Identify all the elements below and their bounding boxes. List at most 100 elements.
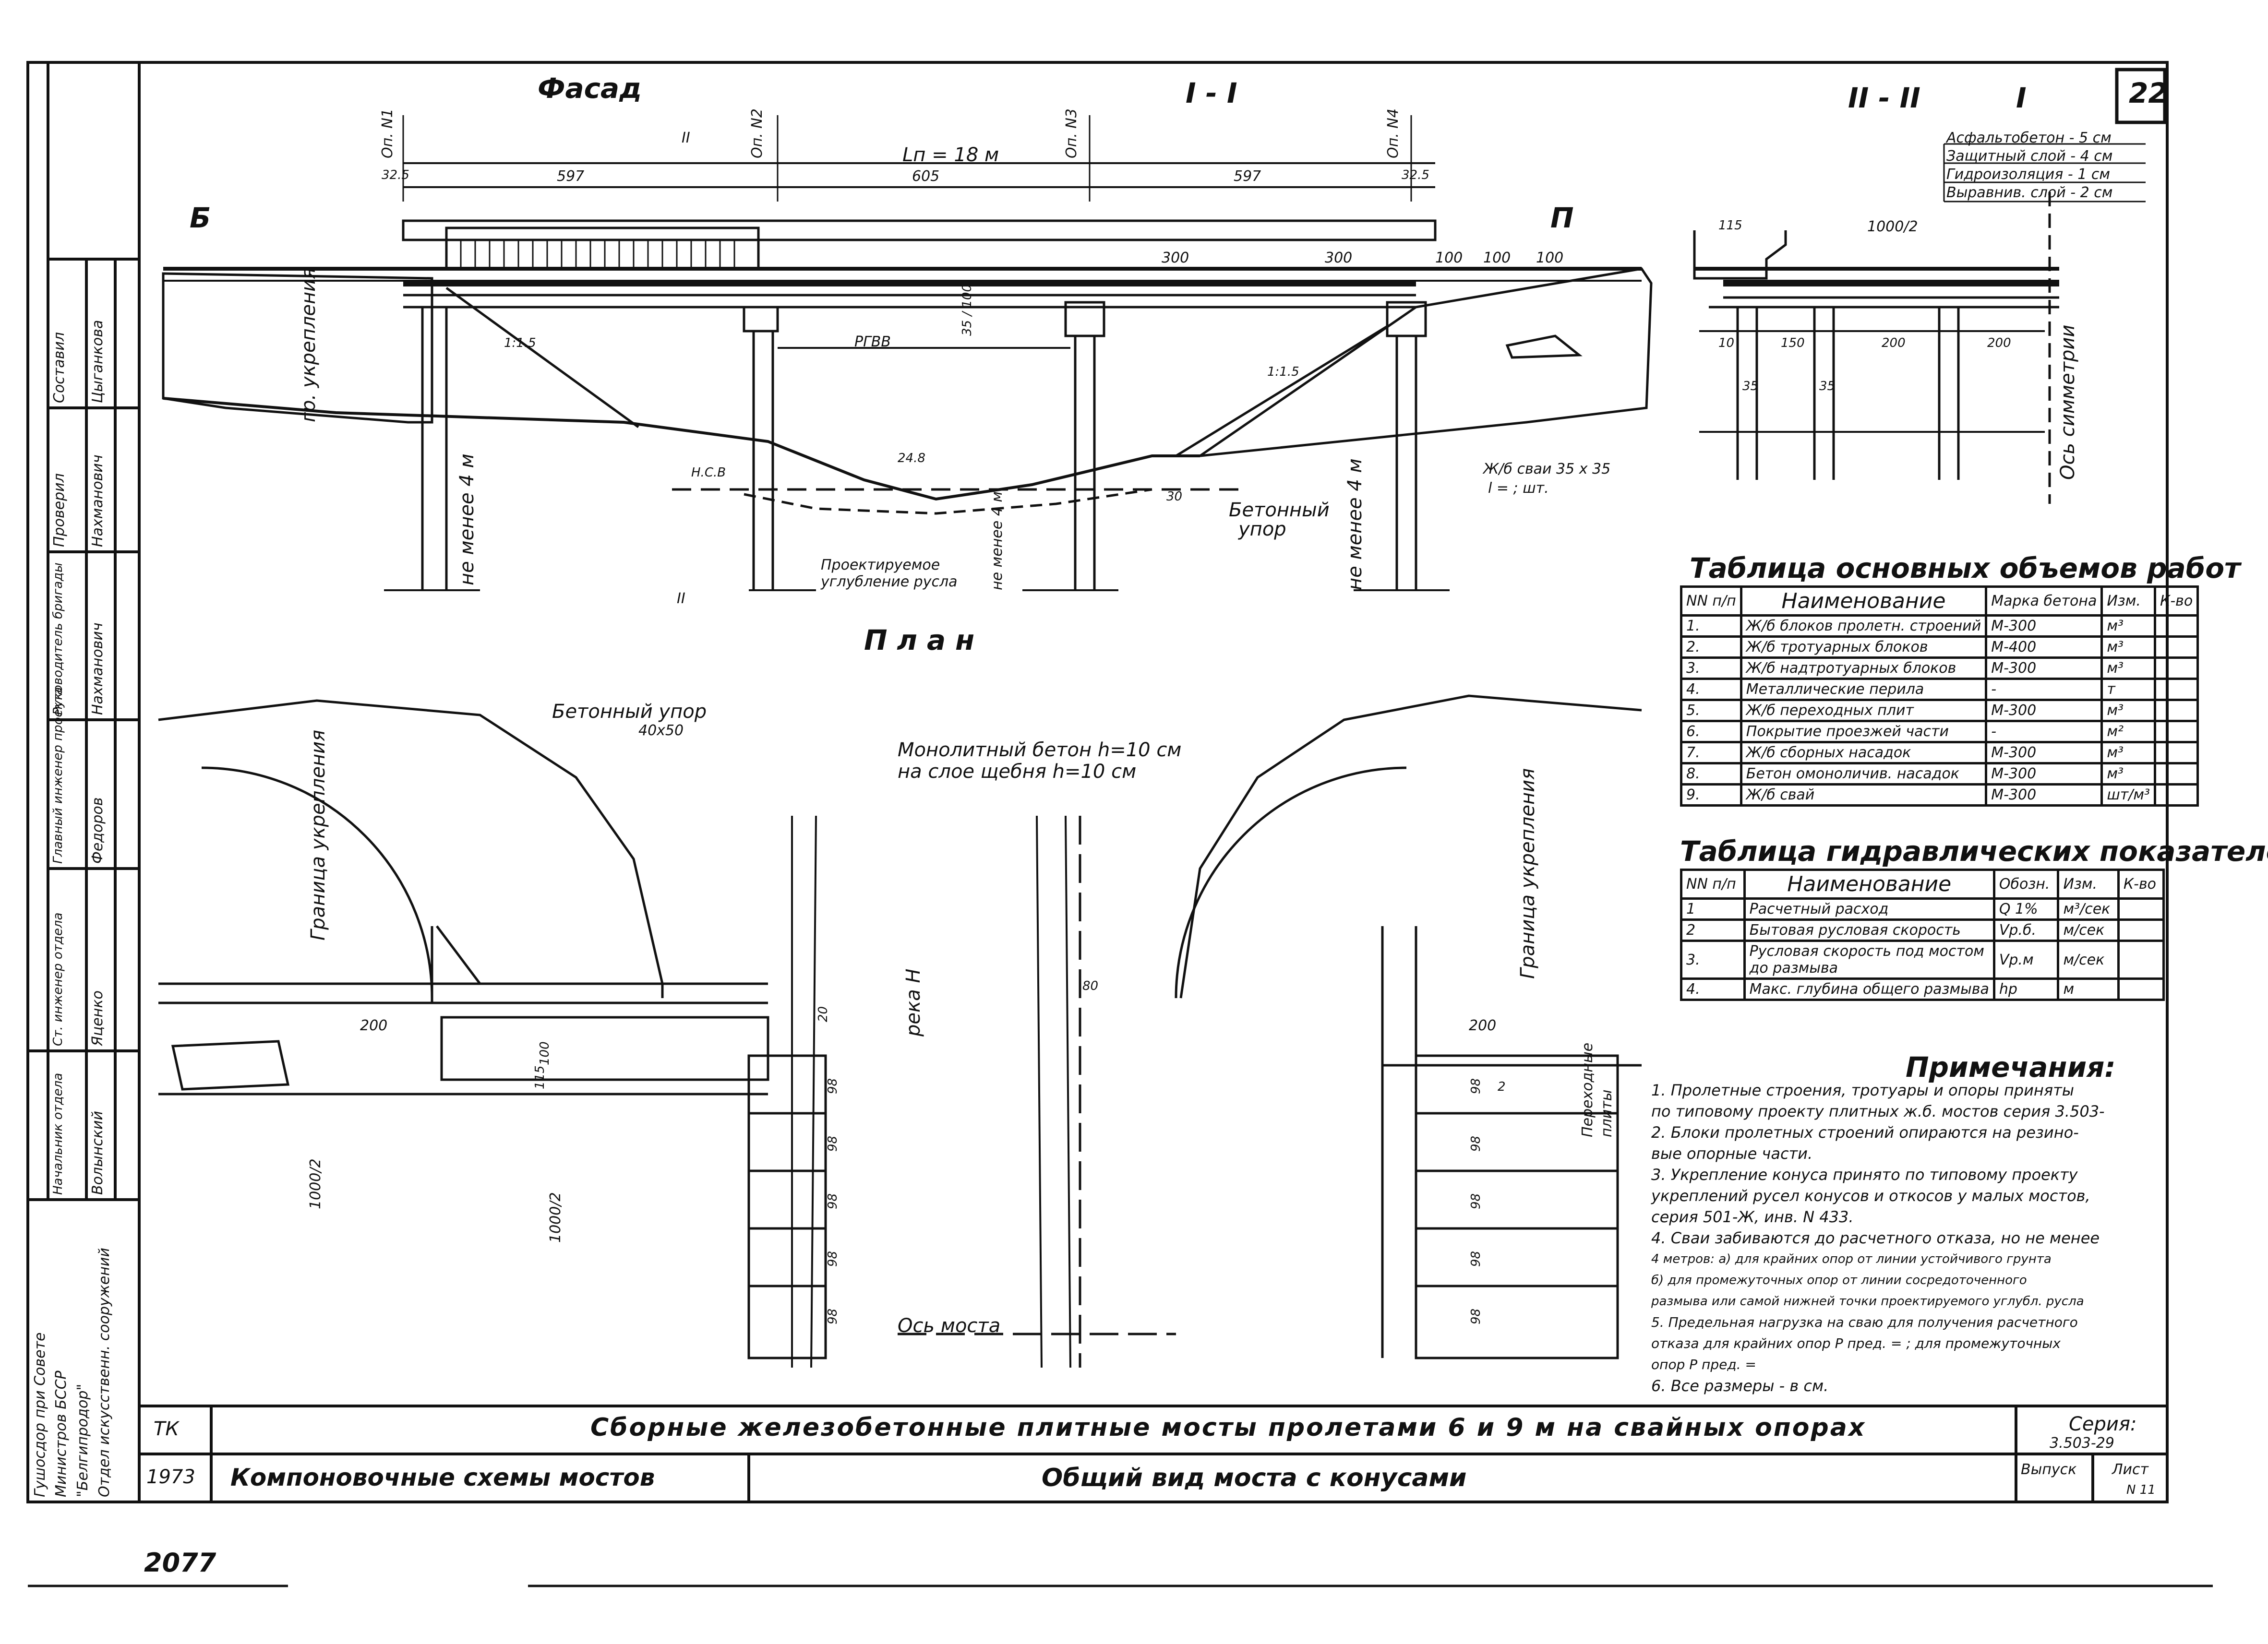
- header-cell: NN п/п: [1680, 869, 1746, 900]
- span-dim-3: 100: [1435, 250, 1463, 266]
- cell: 6.: [1680, 720, 1742, 743]
- section2-pile-dim-2: 35: [1819, 379, 1836, 393]
- table-header-row: NN п/п Наименование Марка бетона Изм. К-…: [1680, 585, 2199, 617]
- border-left-label: Граница укрепления: [307, 729, 329, 941]
- header-cell: NN п/п: [1680, 585, 1742, 617]
- stamp-name-2: Нахманович: [89, 454, 106, 547]
- cell: 2.: [1680, 635, 1742, 659]
- plan-dim-1000-b: 1000/2: [547, 1192, 564, 1243]
- section2-label-i: I: [2016, 82, 2027, 114]
- river-label: река Н: [902, 968, 924, 1036]
- sheet-label: Лист: [2112, 1461, 2149, 1478]
- cell: -: [1985, 720, 2103, 743]
- cell: м³: [2100, 741, 2157, 764]
- org-line-4: Отдел искусственн. сооружений: [96, 1248, 113, 1497]
- notes-list: 1. Пролетные строения, тротуары и опоры …: [1651, 1080, 2105, 1396]
- concrete-label-1: Монолитный бетон h=10 см: [898, 739, 1182, 761]
- subtitle-left: Компоновочные схемы мостов: [230, 1464, 655, 1491]
- stamp-name-1: Цыганкова: [89, 320, 106, 403]
- cell: м/сек: [2057, 918, 2120, 942]
- pile-depth-left: не менее 4 м: [456, 453, 478, 585]
- section2-dim-115: 115: [1718, 218, 1742, 233]
- callout-scour-1: Проектируемое: [821, 557, 940, 573]
- cell: Ж/б сборных насадок: [1740, 741, 1988, 764]
- cell: Бытовая русловая скорость: [1743, 918, 1995, 942]
- org-line-1: Гушосдор при Совете: [32, 1332, 48, 1497]
- cell: [2117, 918, 2165, 942]
- arrow-label-bottom: II: [677, 590, 685, 607]
- slope-right: 1:1.5: [1267, 365, 1299, 379]
- stamp-role-4: Главный инженер проекта: [51, 687, 65, 864]
- cell: М-300: [1985, 741, 2103, 764]
- subtitle-right: Общий вид моста с конусами: [1042, 1464, 1467, 1492]
- dim-35-100: 35 / 100: [960, 284, 974, 336]
- transition-label-2: плиты: [1598, 1089, 1615, 1137]
- issue-label: Выпуск: [2021, 1461, 2077, 1478]
- label-p: П: [1550, 202, 1574, 234]
- archive-number: 2077: [144, 1548, 216, 1578]
- span-dim-1: 300: [1162, 250, 1189, 266]
- note-line: 4 метров: а) для крайних опор от линии у…: [1651, 1252, 2052, 1266]
- cell: м²: [2100, 720, 2157, 743]
- dim-30: 30: [1166, 489, 1183, 504]
- header-cell: Наименование: [1743, 869, 1995, 900]
- stop-label-2: 40x50: [638, 722, 684, 739]
- cell: [2117, 897, 2165, 921]
- stamp-column: [26, 61, 141, 1503]
- cell: 2: [1680, 918, 1746, 942]
- dim-span-2: 605: [912, 168, 940, 185]
- plan-dim-80: 80: [1082, 979, 1099, 993]
- cell: шт/м³: [2100, 783, 2157, 807]
- cell: [2154, 783, 2199, 807]
- stop-label-1: Бетонный упор: [552, 701, 707, 723]
- cell: -: [1985, 678, 2103, 701]
- cell: [2154, 762, 2199, 786]
- cell: м³/сек: [2057, 897, 2120, 921]
- pile-callout-2: l = ; шт.: [1488, 480, 1549, 497]
- layer-2: Защитный слой - 4 см: [1946, 148, 2113, 165]
- slab-dim: 98: [1469, 1251, 1483, 1267]
- support-label-3: Оп. N3: [1063, 108, 1080, 158]
- notes-title: Примечания:: [1906, 1051, 2116, 1084]
- cell: 7.: [1680, 741, 1742, 764]
- series-label: Серия:: [2069, 1413, 2137, 1435]
- cell: Ж/б блоков пролетн. строений: [1740, 614, 1988, 638]
- border-label-facade: гр. укрепления: [298, 267, 320, 422]
- plan-dim-100: 100: [538, 1041, 552, 1065]
- cell: Ж/б переходных плит: [1740, 699, 1988, 722]
- volumes-table-title: Таблица основных объемов работ: [1690, 552, 2241, 584]
- span-dim-4: 100: [1483, 250, 1511, 266]
- note-line: по типовому проекту плитных ж.б. мостов …: [1651, 1102, 2105, 1120]
- cell: м³: [2100, 762, 2157, 786]
- cell: 8.: [1680, 762, 1742, 786]
- callout-stop-2: упор: [1238, 518, 1286, 540]
- note-line: 4. Сваи забиваются до расчетного отказа,…: [1651, 1229, 2100, 1247]
- cell: [2154, 656, 2199, 680]
- pile-depth-middle: не менее 4 м: [989, 491, 1006, 590]
- dim-left-edge: 32.5: [382, 168, 409, 182]
- note-line: б) для промежуточных опор от линии сосре…: [1651, 1273, 2027, 1287]
- cell: Расчетный расход: [1743, 897, 1995, 921]
- header-cell: К-во: [2154, 585, 2199, 617]
- cell: м³: [2100, 656, 2157, 680]
- section2-pile-dim-1: 35: [1742, 379, 1759, 393]
- table-row: 6.Покрытие проезжей части-м²: [1680, 720, 2199, 743]
- bottom-mark: 24.8: [898, 451, 925, 465]
- cell: [2154, 678, 2199, 701]
- plan-title: План: [864, 624, 984, 656]
- table-row: 4.Металлические перила-т: [1680, 678, 2199, 701]
- support-label-1: Оп. N1: [379, 108, 396, 158]
- main-title: Сборные железобетонные плитные мосты про…: [590, 1413, 1866, 1442]
- cell: 3.: [1680, 940, 1746, 980]
- stamp-name-6: Волынский: [89, 1110, 106, 1195]
- plan-dim-200-right: 200: [1469, 1017, 1497, 1034]
- cross-section-view: [1693, 143, 2146, 504]
